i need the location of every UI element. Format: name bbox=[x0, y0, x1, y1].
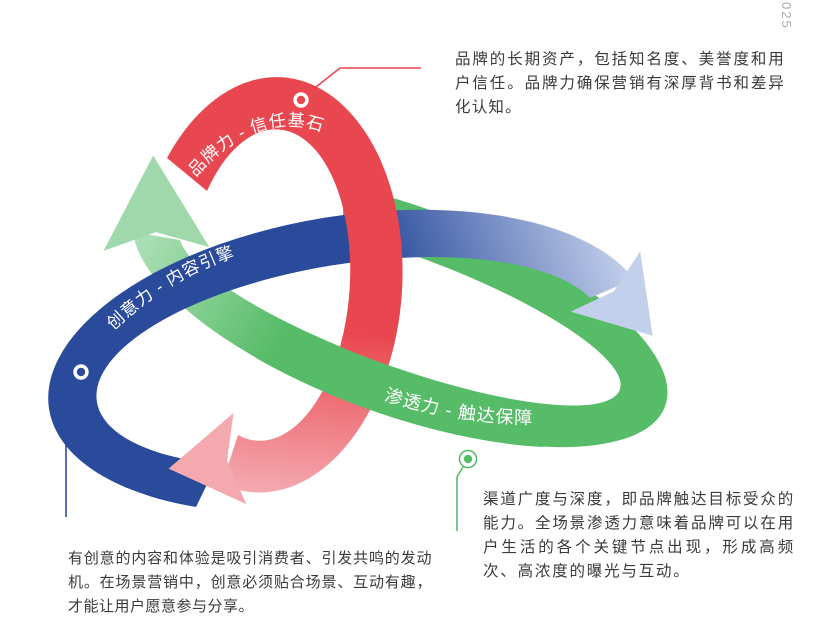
creative-ring-band bbox=[48, 209, 634, 507]
penetration-ring-band-overlay bbox=[256, 324, 543, 447]
penetration-connector-dot-icon bbox=[463, 454, 473, 464]
creative-connector bbox=[65, 362, 91, 517]
brand-connector-dot-icon bbox=[296, 95, 306, 105]
penetration-annotation: 渠道广度与深度，即品牌触达目标受众的能力。全场景渗透力意味着品牌可以在用户生活的… bbox=[483, 491, 795, 580]
creative-annotation: 有创意的内容和体验是吸引消费者、引发共鸣的发动机。在场景营销中，创意必须贴合场景… bbox=[68, 550, 432, 615]
brand-connector bbox=[291, 67, 421, 110]
penetration-connector bbox=[456, 449, 478, 531]
page-number: 025 bbox=[779, 2, 794, 30]
creative-connector-dot-icon bbox=[76, 367, 86, 377]
brand-annotation: 品牌的长期资产，包括知名度、美誉度和用户信任。品牌力确保营销有深厚背书和差异化认… bbox=[455, 51, 785, 116]
